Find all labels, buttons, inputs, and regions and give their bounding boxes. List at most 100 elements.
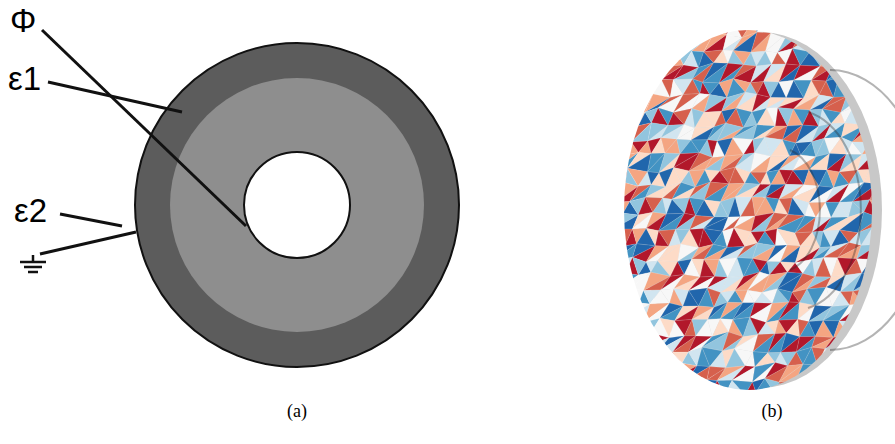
mesh-triangle bbox=[853, 93, 878, 112]
mesh-triangle bbox=[873, 409, 888, 425]
mesh-triangle bbox=[825, 334, 848, 348]
mesh-triangle bbox=[809, 154, 830, 170]
mesh-triangle bbox=[865, 409, 877, 427]
mesh-triangle bbox=[628, 37, 653, 51]
mesh-triangle bbox=[839, 321, 853, 334]
mesh-triangle bbox=[644, 367, 670, 383]
mesh-triangle bbox=[779, 380, 796, 397]
mesh-triangle bbox=[651, 51, 668, 66]
mesh-triangle bbox=[878, 170, 892, 183]
mesh-triangle bbox=[789, 19, 802, 33]
leader-line bbox=[60, 214, 122, 226]
mesh-triangle bbox=[810, 33, 835, 52]
mesh-triangle bbox=[862, 142, 875, 154]
mesh-triangle bbox=[871, 245, 890, 260]
mesh-triangle bbox=[876, 111, 890, 128]
mesh-triangle bbox=[675, 409, 687, 422]
mesh-triangle bbox=[857, 65, 876, 77]
mesh-triangle bbox=[887, 152, 895, 170]
mesh-triangle bbox=[676, 33, 699, 50]
mesh-triangle bbox=[868, 62, 892, 80]
mesh-triangle bbox=[653, 350, 670, 367]
mesh-triangle bbox=[658, 244, 681, 261]
mesh-triangle bbox=[865, 112, 877, 125]
mesh-triangle bbox=[647, 51, 657, 66]
mesh-triangle bbox=[637, 412, 655, 425]
mesh-triangle bbox=[849, 50, 862, 65]
mesh-triangle bbox=[613, 78, 628, 94]
mesh-triangle bbox=[839, 303, 863, 320]
mesh-triangle bbox=[687, 394, 711, 410]
mesh-triangle bbox=[890, 108, 895, 128]
leader-line bbox=[40, 232, 136, 254]
mesh-triangle bbox=[730, 413, 743, 425]
mesh-triangle bbox=[800, 52, 820, 66]
mesh-triangle bbox=[886, 244, 895, 258]
mesh-triangle bbox=[887, 170, 895, 182]
mesh-triangle bbox=[627, 317, 643, 334]
mesh-triangle bbox=[647, 33, 668, 51]
mesh-triangle bbox=[890, 232, 895, 245]
mesh-triangle bbox=[676, 19, 691, 33]
mesh-triangle bbox=[752, 20, 762, 32]
mesh-triangle bbox=[871, 259, 886, 277]
mesh-triangle bbox=[869, 128, 890, 142]
mesh-triangle bbox=[885, 274, 895, 291]
mesh-triangle bbox=[628, 395, 651, 412]
mesh-triangle bbox=[826, 362, 846, 381]
mesh-triangle bbox=[824, 35, 848, 52]
mesh-triangle bbox=[711, 408, 730, 426]
mesh-triangle bbox=[644, 380, 660, 395]
mesh-triangle bbox=[870, 182, 892, 199]
mesh-triangle bbox=[841, 366, 861, 381]
mesh-triangle bbox=[873, 396, 893, 413]
mesh-triangle bbox=[839, 303, 863, 320]
mesh-triangle bbox=[853, 273, 877, 291]
mesh-triangle bbox=[631, 21, 646, 34]
mesh-triangle bbox=[871, 245, 890, 259]
mesh-triangle bbox=[833, 52, 850, 67]
mesh-triangle bbox=[875, 291, 891, 307]
mesh-triangle bbox=[622, 23, 639, 37]
mesh-triangle bbox=[862, 49, 875, 67]
mesh-triangle bbox=[796, 379, 810, 397]
mesh-triangle bbox=[887, 158, 895, 173]
mesh-triangle bbox=[691, 18, 706, 34]
mesh-triangle bbox=[623, 78, 637, 95]
mesh-triangle bbox=[853, 19, 869, 36]
mesh-triangle bbox=[864, 288, 875, 307]
inner-conductor bbox=[244, 152, 350, 258]
mesh-triangle bbox=[794, 407, 811, 425]
mesh-triangle bbox=[657, 33, 683, 51]
mesh-triangle bbox=[878, 351, 894, 366]
mesh-triangle bbox=[885, 273, 895, 290]
mesh-triangle bbox=[643, 347, 659, 365]
mesh-triangle bbox=[869, 20, 888, 36]
mesh-triangle bbox=[855, 366, 878, 378]
mesh-triangle bbox=[888, 393, 895, 412]
mesh-triangle bbox=[830, 380, 850, 395]
mesh-triangle bbox=[852, 184, 878, 202]
mesh-triangle bbox=[883, 378, 895, 396]
mesh-triangle bbox=[775, 382, 785, 397]
mesh-triangle bbox=[875, 52, 891, 67]
mesh-triangle bbox=[669, 22, 683, 33]
mesh-triangle bbox=[628, 65, 651, 81]
mesh-triangle bbox=[864, 170, 878, 184]
mesh-triangle bbox=[796, 365, 817, 380]
mesh-triangle bbox=[744, 139, 755, 154]
mesh-triangle bbox=[631, 380, 644, 396]
mesh-triangle bbox=[657, 395, 684, 413]
mesh-triangle bbox=[868, 62, 892, 80]
mesh-triangle bbox=[854, 49, 867, 65]
mesh-triangle bbox=[681, 410, 698, 426]
mesh-triangle bbox=[841, 347, 856, 367]
mesh-triangle bbox=[873, 335, 891, 351]
mesh-triangle bbox=[886, 52, 895, 62]
mesh-triangle bbox=[884, 185, 895, 202]
mesh-triangle bbox=[892, 53, 895, 64]
mesh-triangle bbox=[872, 273, 889, 290]
mesh-triangle bbox=[869, 96, 895, 111]
mesh-triangle bbox=[888, 213, 895, 228]
mesh-triangle bbox=[868, 79, 885, 92]
